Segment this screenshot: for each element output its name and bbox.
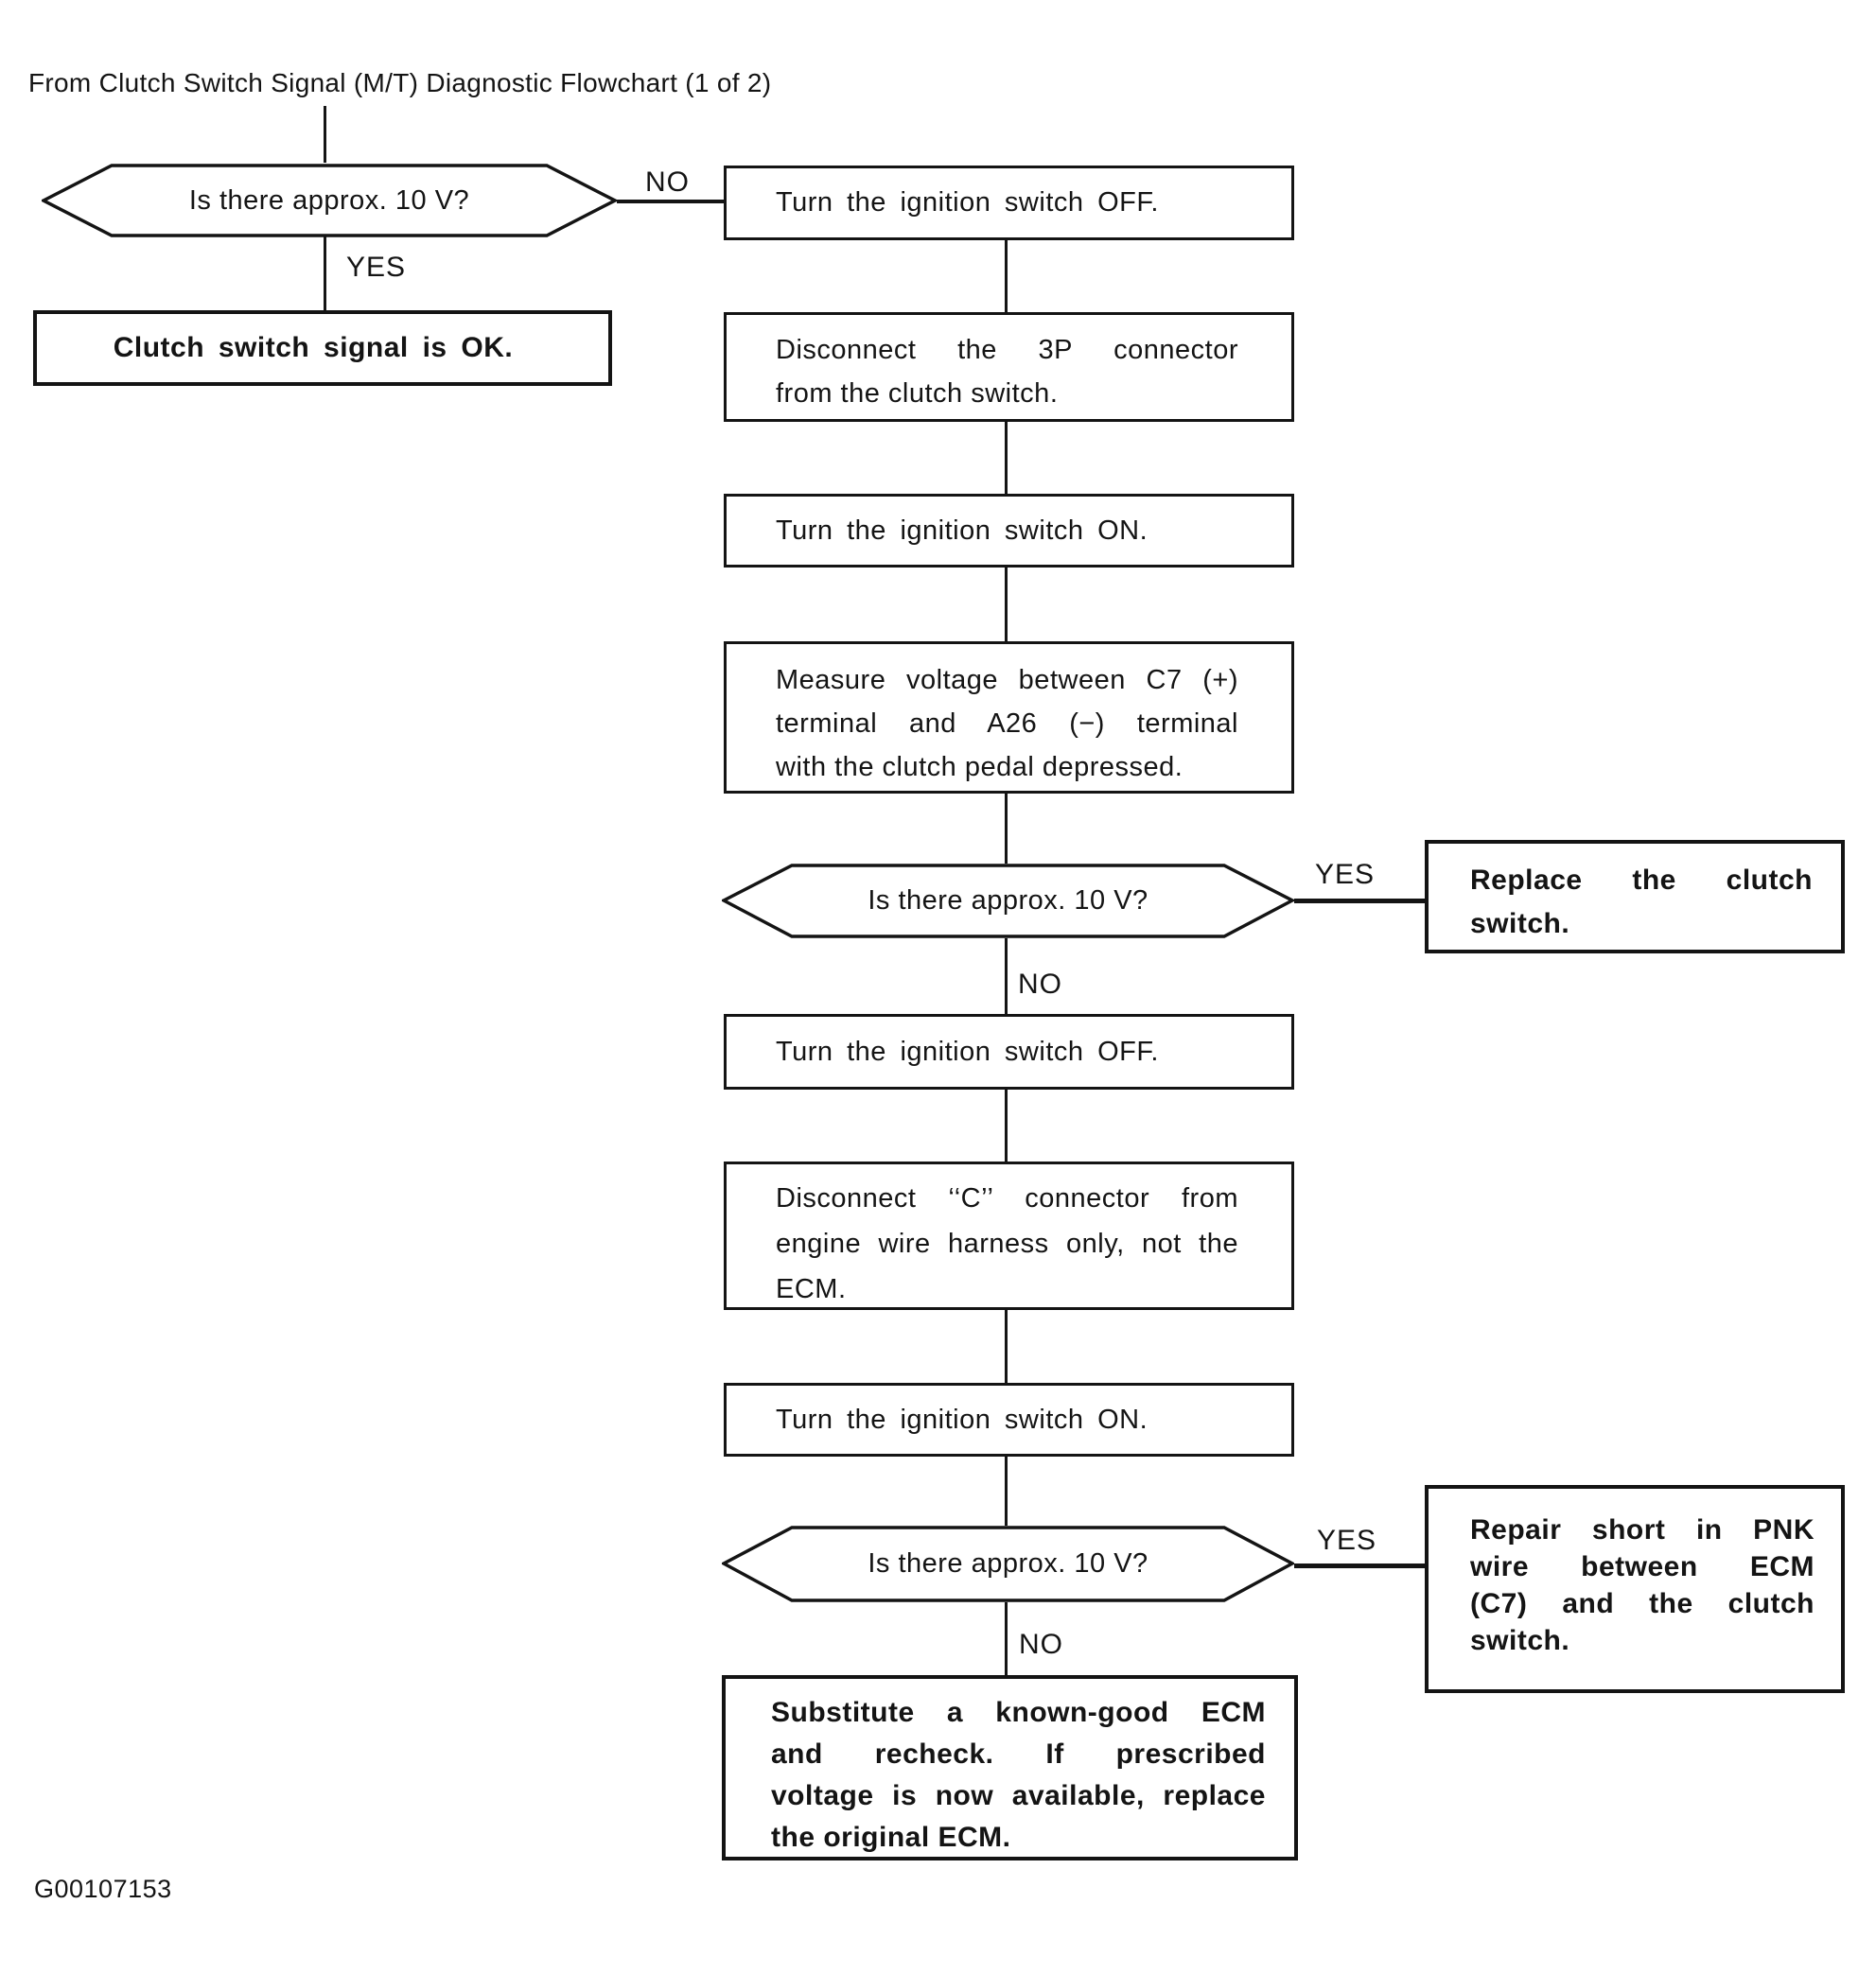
process-text-line: Disconnect the 3P connector <box>776 335 1238 365</box>
branch-label-no: NO <box>1019 1629 1063 1660</box>
decision-text: Is there approx. 10 V? <box>188 184 470 216</box>
connector-line <box>1005 1089 1008 1162</box>
connector-line-yes-branch <box>1294 899 1425 903</box>
decision-hexagon-middle: Is there approx. 10 V? <box>722 863 1294 939</box>
process-text: Turn the ignition switch ON. <box>776 1404 1148 1435</box>
process-text-line: Measure voltage between C7 (+) <box>776 665 1238 695</box>
decision-hexagon-bottom: Is there approx. 10 V? <box>722 1525 1294 1603</box>
connector-line <box>1005 938 1008 1015</box>
hexagon-shape-icon <box>722 864 1294 938</box>
process-box-measure-voltage: Measure voltage between C7 (+) terminal … <box>724 641 1294 794</box>
process-text-line: engine wire harness only, not the <box>776 1229 1238 1259</box>
connector-line <box>1005 567 1008 642</box>
result-text-line: (C7) and the clutch <box>1470 1588 1815 1619</box>
process-text: Turn the ignition switch OFF. <box>776 1036 1159 1067</box>
branch-label-yes: YES <box>346 252 407 283</box>
decision-hexagon-top: Is there approx. 10 V? <box>42 163 617 238</box>
process-box-disconnect-3p: Disconnect the 3P connector from the clu… <box>724 312 1294 422</box>
connector-line <box>1005 421 1008 495</box>
process-box-ignition-on-2: Turn the ignition switch ON. <box>724 1383 1294 1457</box>
result-text-line: Substitute a known-good ECM <box>771 1697 1266 1728</box>
branch-label-no: NO <box>1018 969 1062 1000</box>
result-text-line: switch. <box>1470 908 1570 939</box>
process-text-line: from the clutch switch. <box>776 378 1059 409</box>
branch-label-no: NO <box>645 166 690 198</box>
connector-line <box>1005 239 1008 313</box>
connector-line <box>1005 792 1008 864</box>
decision-text: Is there approx. 10 V? <box>868 1548 1148 1579</box>
hexagon-shape-icon <box>42 164 617 237</box>
connector-line <box>1005 1309 1008 1384</box>
connector-line-yes-branch <box>1294 1563 1425 1568</box>
connector-line <box>324 106 326 163</box>
process-box-ignition-on-1: Turn the ignition switch ON. <box>724 494 1294 568</box>
connector-line <box>324 236 326 310</box>
result-text-line: switch. <box>1470 1625 1570 1656</box>
branch-label-yes: YES <box>1317 1525 1377 1556</box>
process-text-line: terminal and A26 (−) terminal <box>776 708 1238 739</box>
process-box-ignition-off-2: Turn the ignition switch OFF. <box>724 1014 1294 1090</box>
process-text: Turn the ignition switch OFF. <box>776 187 1159 218</box>
hexagon-shape-icon <box>722 1526 1294 1602</box>
result-box-signal-ok: Clutch switch signal is OK. <box>33 310 612 386</box>
result-text-line: Replace the clutch <box>1470 865 1813 896</box>
result-box-repair-short: Repair short in PNK wire between ECM (C7… <box>1425 1485 1845 1693</box>
process-text-line: ECM. <box>776 1274 847 1304</box>
result-box-replace-switch: Replace the clutch switch. <box>1425 840 1845 953</box>
page-title: From Clutch Switch Signal (M/T) Diagnost… <box>28 68 772 97</box>
connector-line <box>1005 1456 1008 1526</box>
result-text-line: Repair short in PNK <box>1470 1514 1815 1546</box>
figure-id: G00107153 <box>34 1875 172 1903</box>
result-text-line: wire between ECM <box>1470 1551 1815 1582</box>
decision-text: Is there approx. 10 V? <box>868 885 1148 916</box>
connector-line-no-branch <box>617 200 724 203</box>
result-text: Clutch switch signal is OK. <box>113 332 514 363</box>
process-box-ignition-off-1: Turn the ignition switch OFF. <box>724 166 1294 240</box>
result-text-line: the original ECM. <box>771 1822 1011 1853</box>
process-text: Turn the ignition switch ON. <box>776 515 1148 546</box>
process-text-line: with the clutch pedal depressed. <box>776 752 1183 782</box>
process-box-disconnect-c: Disconnect ‘‘C’’ connector from engine w… <box>724 1162 1294 1310</box>
result-box-substitute-ecm: Substitute a known-good ECM and recheck.… <box>722 1675 1298 1860</box>
connector-line <box>1005 1602 1008 1676</box>
branch-label-yes: YES <box>1315 859 1376 890</box>
result-text-line: and recheck. If prescribed <box>771 1738 1266 1770</box>
process-text-line: Disconnect ‘‘C’’ connector from <box>776 1183 1238 1214</box>
result-text-line: voltage is now available, replace <box>771 1780 1266 1811</box>
